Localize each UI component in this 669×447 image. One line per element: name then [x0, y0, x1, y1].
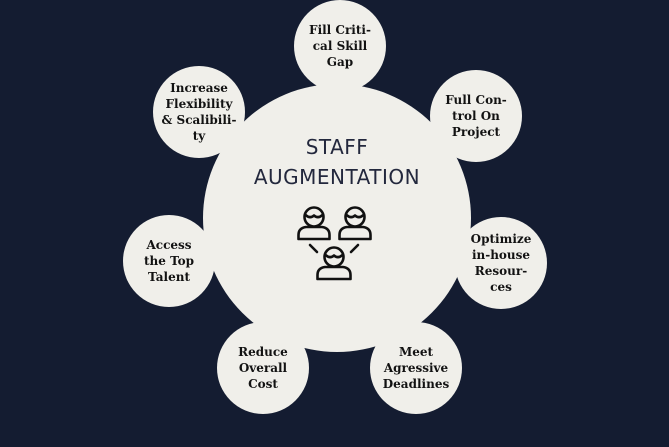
benefit-reduce-cost: Reduce Overall Cost: [217, 322, 309, 414]
benefit-fill-skill-gap: Fill Criti- cal Skill Gap: [294, 0, 386, 92]
benefit-increase-flexibility: Increase Flexibility & Scalibili- ty: [153, 66, 245, 158]
team-people-icon: [297, 206, 372, 281]
center-title: STAFF AUGMENTATION: [254, 132, 420, 192]
center-circle: STAFF AUGMENTATION: [203, 84, 471, 352]
benefit-meet-deadlines: Meet Agressive Deadlines: [370, 322, 462, 414]
benefit-access-talent: Access the Top Talent: [123, 215, 215, 307]
benefit-optimize-resources: Optimize in-house Resour- ces: [455, 217, 547, 309]
center-title-line-2: AUGMENTATION: [253, 165, 421, 189]
benefit-full-control: Full Con- trol On Project: [430, 70, 522, 162]
center-title-line-1: STAFF: [305, 135, 369, 159]
